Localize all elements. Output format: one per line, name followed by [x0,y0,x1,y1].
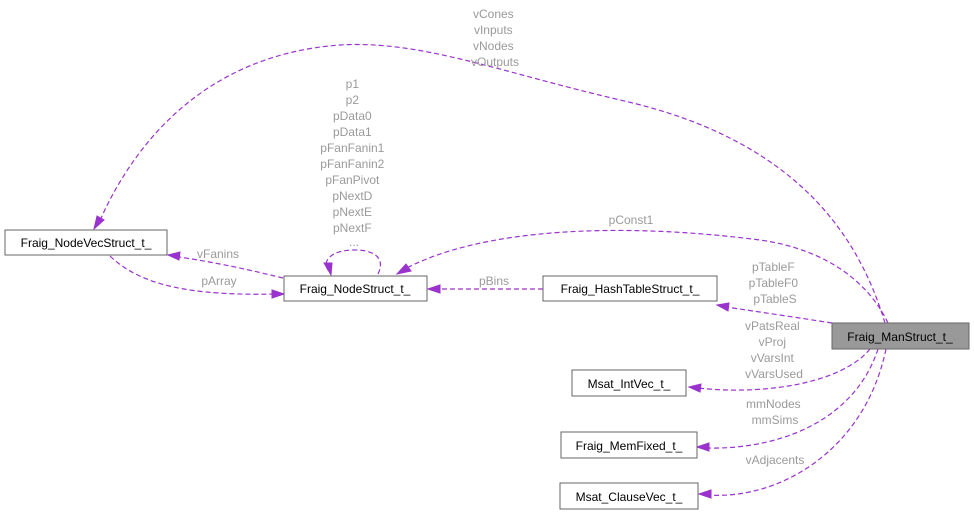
edge-label-hash-node: pBins [479,274,509,288]
edge-label-node-node-vec: vFanins [197,247,239,261]
node-fraig-nodevecstruct[interactable]: Fraig_NodeVecStruct_t_ [4,229,168,256]
node-label: Fraig_HashTableStruct_t_ [561,282,700,296]
edge-label-node-vec-node: pArray [201,274,236,288]
edge-label-man-node-vec: vCones vInputs vNodes vOutputs [471,7,519,69]
node-fraig-manstruct[interactable]: Fraig_ManStruct_t_ [831,322,970,350]
node-label: Fraig_NodeStruct_t_ [300,282,411,296]
edge-label-man-hash: pTableF pTableF0 pTableS [749,260,802,306]
edge-node-self [323,249,382,277]
edge-label-man-mem-fixed: mmNodes mmSims [746,397,804,427]
edge-label-man-int-vec: vPatsReal vProj vVarsInt vVarsUsed [745,319,803,381]
edge-man-to-hash [715,302,833,324]
node-msat-clausevec[interactable]: Msat_ClauseVec_t_ [559,482,699,510]
edge-man-to-int-vec [687,348,871,393]
nodes: Fraig_NodeVecStruct_t_ Fraig_NodeStruct_… [4,229,970,510]
node-label: Fraig_MemFixed_t_ [576,439,683,453]
edge-node-to-node-vec [166,251,284,279]
edge-label-man-clause-vec: vAdjacents [746,453,805,467]
node-label: Fraig_ManStruct_t_ [847,330,953,344]
node-label: Fraig_NodeVecStruct_t_ [21,236,152,250]
node-fraig-hashtablestruct[interactable]: Fraig_HashTableStruct_t_ [542,275,718,302]
edges [93,43,889,499]
edge-man-to-node-vec [93,43,886,324]
edge-node-vec-to-node [109,255,286,299]
edge-man-to-node [395,229,889,324]
node-label: Msat_ClauseVec_t_ [576,490,683,504]
edge-labels: vCones vInputs vNodes vOutputs p1 p2 pDa… [197,7,804,467]
node-fraig-memfixed[interactable]: Fraig_MemFixed_t_ [560,431,698,459]
edge-label-man-node: pConst1 [609,213,654,227]
node-label: Msat_IntVec_t_ [588,377,671,391]
node-fraig-nodestruct[interactable]: Fraig_NodeStruct_t_ [283,275,428,302]
edge-hash-to-node [426,284,543,294]
edge-man-to-mem-fixed [695,348,879,452]
node-msat-intvec[interactable]: Msat_IntVec_t_ [571,369,687,397]
edge-man-to-clause-vec [697,348,887,499]
edge-label-node-self: p1 p2 pData0 pData1 pFanFanin1 pFanFanin… [320,77,387,249]
